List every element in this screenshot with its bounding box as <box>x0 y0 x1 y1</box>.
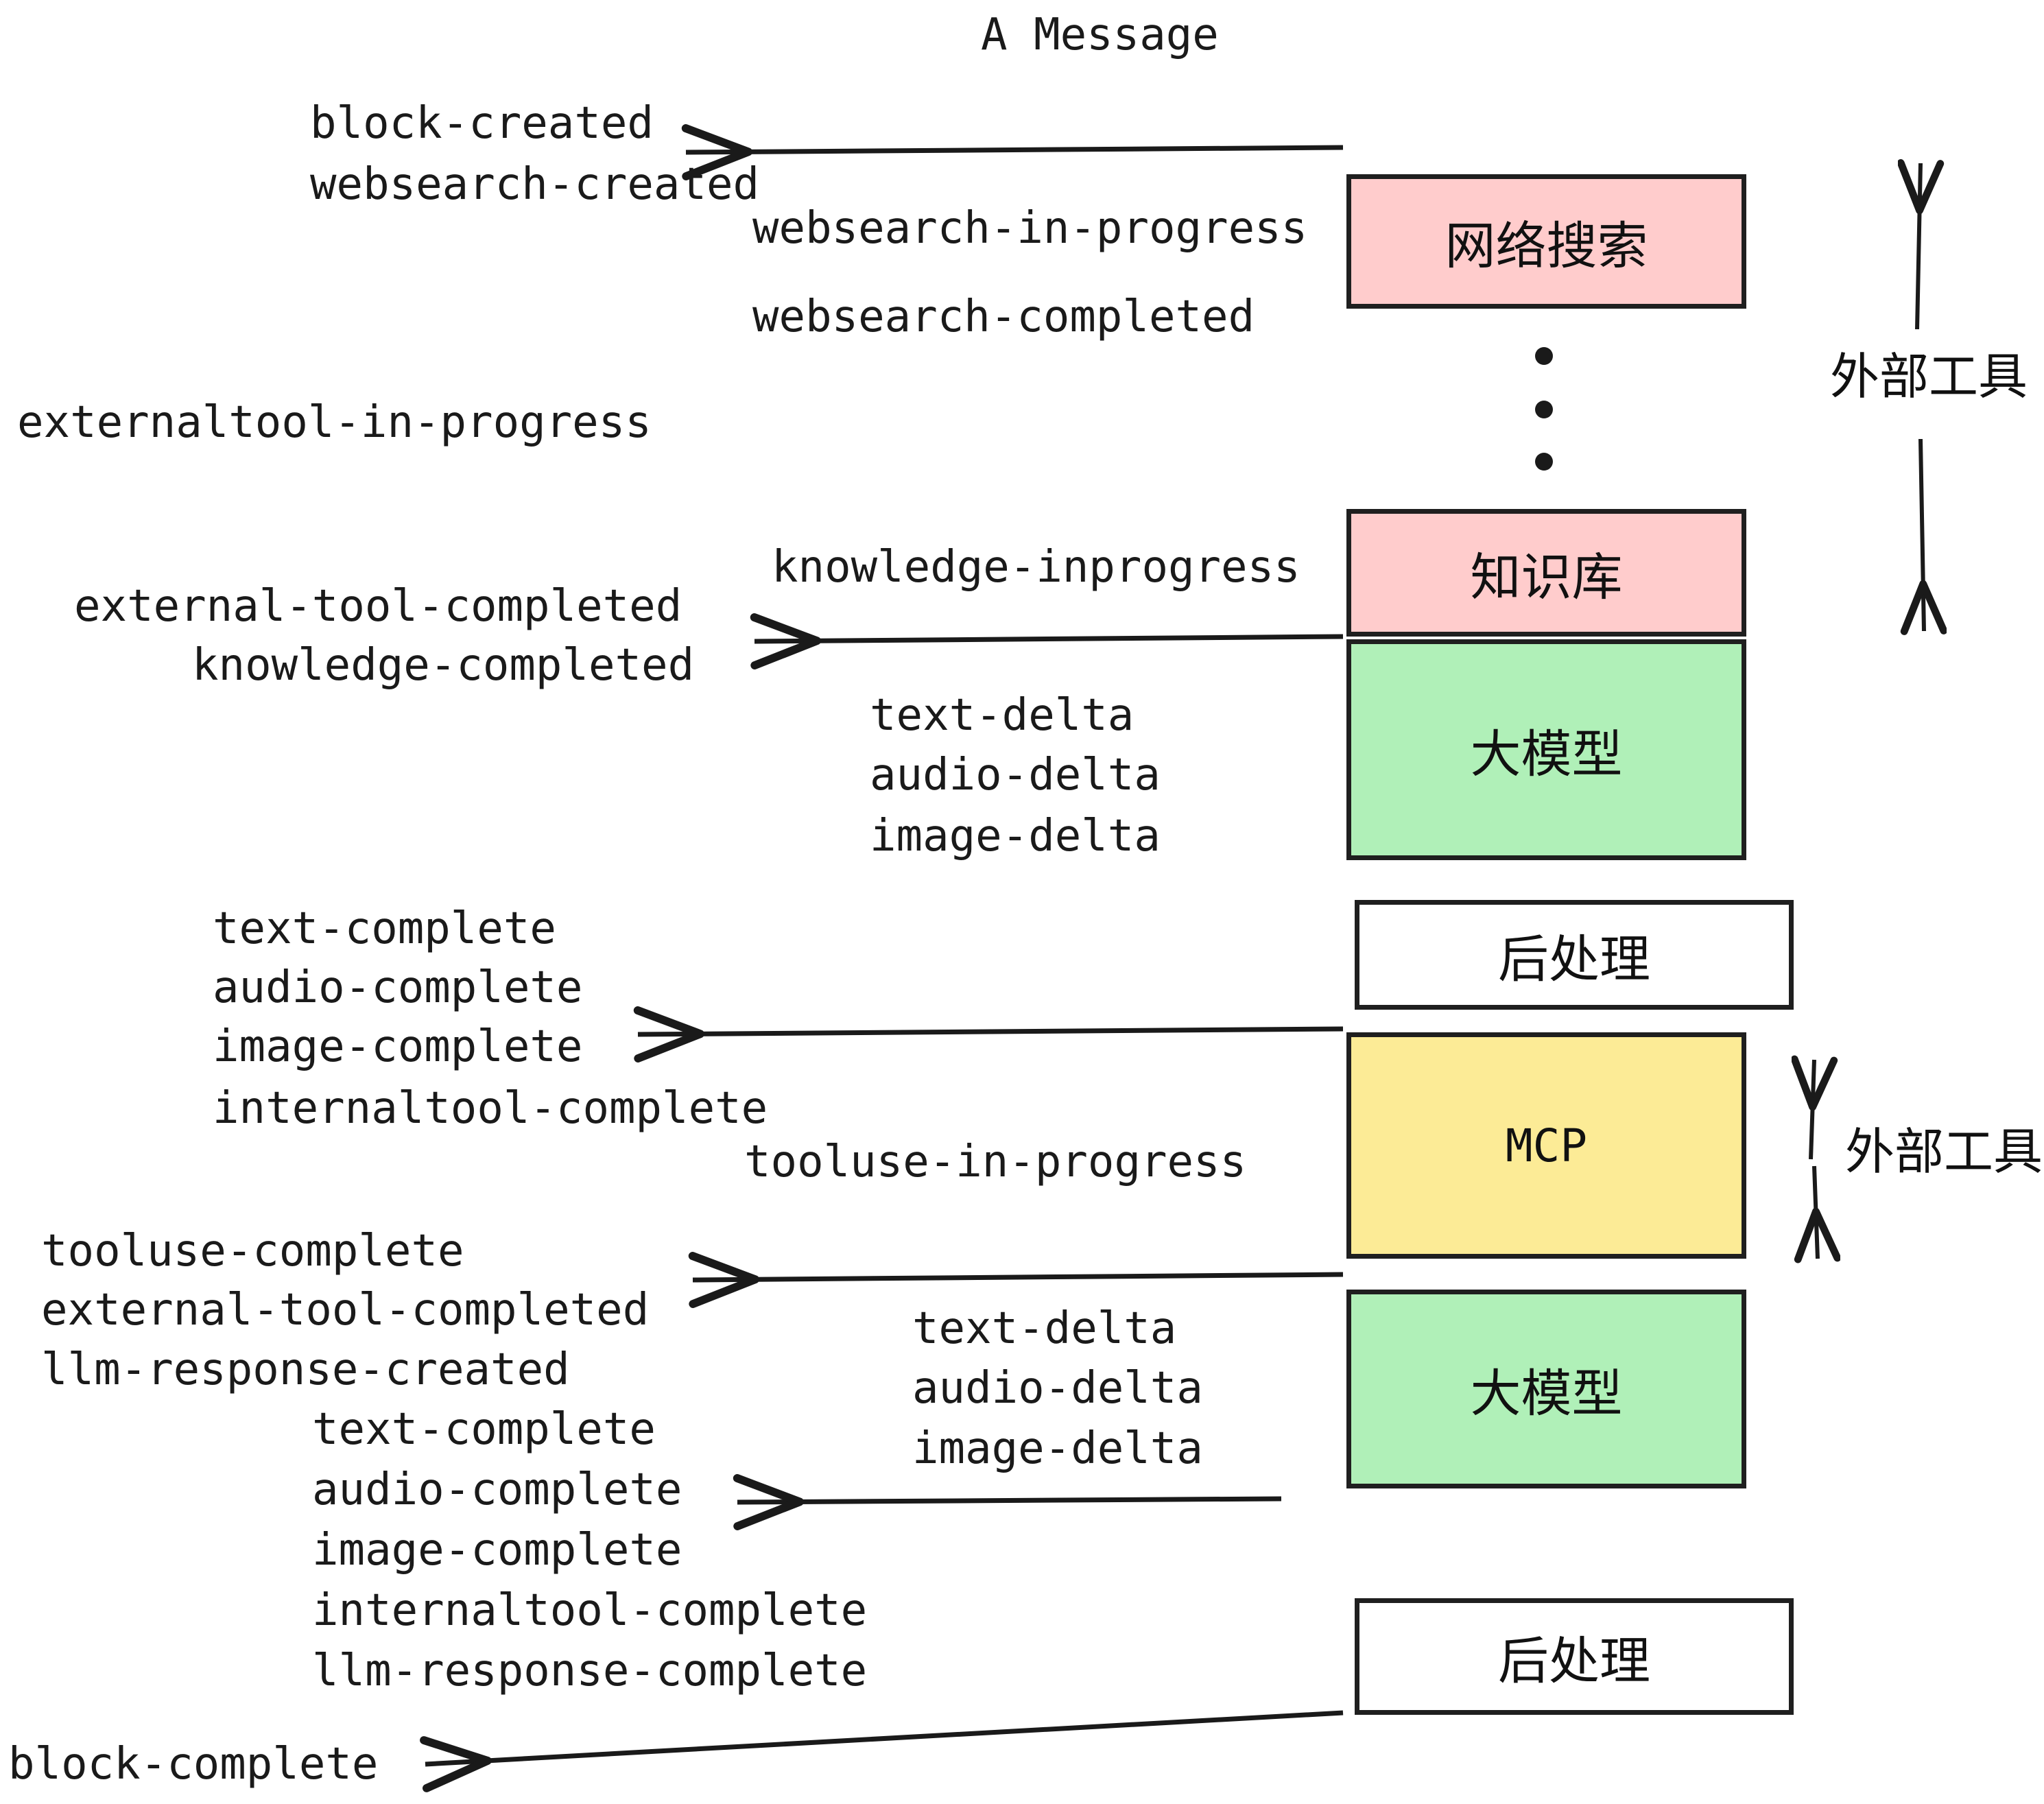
event-internaltool-complete-1: internaltool-complete <box>213 1083 768 1134</box>
event-externaltool-in-progress: externaltool-in-progress <box>17 397 652 448</box>
arrow-externaltool-span-bottom-down <box>1814 1165 1818 1259</box>
arrow-postprocess-to-blockcomplete <box>420 1710 1344 1792</box>
node-websearch-label: 网络搜索 <box>1445 216 1648 276</box>
event-image-delta-1: image-delta <box>870 811 1161 862</box>
node-llm-2-label: 大模型 <box>1470 1364 1623 1423</box>
arrow-mcp-to-imagecomplete <box>633 1006 1344 1063</box>
diagram-title: A Message <box>981 10 1219 60</box>
event-block-complete: block-complete <box>8 1739 379 1790</box>
event-tooluse-complete: tooluse-complete <box>41 1226 464 1277</box>
node-mcp-label: MCP <box>1505 1119 1588 1172</box>
event-image-complete-1: image-complete <box>213 1021 583 1072</box>
event-llm-response-created: llm-response-created <box>41 1344 570 1395</box>
node-mcp[interactable]: MCP <box>1346 1032 1746 1259</box>
group-label-external-tool-top: 外部工具 <box>1830 348 2028 405</box>
node-llm-1-label: 大模型 <box>1470 724 1623 784</box>
arrow-llm2-to-audiocomplete <box>733 1474 1282 1530</box>
event-llm-response-complete: llm-response-complete <box>312 1646 868 1696</box>
event-websearch-created: websearch-created <box>310 159 760 210</box>
arrow-externaltool-span-top-up <box>1917 163 1921 330</box>
node-websearch[interactable]: 网络搜索 <box>1346 174 1746 309</box>
node-knowledge-label: 知识库 <box>1470 547 1623 607</box>
arrow-mcp-to-tooluse-complete <box>688 1252 1344 1308</box>
event-audio-delta-2: audio-delta <box>912 1363 1203 1414</box>
ellipsis-dot-1 <box>1535 347 1553 365</box>
event-audio-delta-1: audio-delta <box>870 750 1161 800</box>
event-image-delta-2: image-delta <box>912 1423 1203 1474</box>
ellipsis-dot-3 <box>1535 453 1553 471</box>
event-text-delta-2: text-delta <box>912 1303 1177 1354</box>
node-knowledge[interactable]: 知识库 <box>1346 509 1746 637</box>
event-tooluse-in-progress: tooluse-in-progress <box>744 1137 1247 1187</box>
arrow-websearch-to-blockcreated <box>681 124 1344 180</box>
event-external-tool-completed-1: external-tool-completed <box>74 581 682 632</box>
event-image-complete-2: image-complete <box>312 1525 682 1576</box>
node-postprocess-2[interactable]: 后处理 <box>1355 1598 1794 1715</box>
event-text-delta-1: text-delta <box>870 690 1134 741</box>
event-audio-complete-2: audio-complete <box>312 1464 682 1515</box>
event-external-tool-completed-2: external-tool-completed <box>41 1285 650 1336</box>
event-knowledge-inprogress: knowledge-inprogress <box>772 542 1300 593</box>
arrow-externaltool-span-top-down <box>1921 438 1924 631</box>
event-text-complete-2: text-complete <box>312 1404 656 1455</box>
event-block-created: block-created <box>310 98 654 149</box>
event-audio-complete-1: audio-complete <box>213 962 583 1013</box>
arrow-knowledge-to-completed <box>750 613 1344 669</box>
node-llm-1[interactable]: 大模型 <box>1346 639 1746 860</box>
event-internaltool-complete-2: internaltool-complete <box>312 1585 868 1636</box>
arrow-externaltool-span-bottom-up <box>1811 1060 1814 1160</box>
node-llm-2[interactable]: 大模型 <box>1346 1290 1746 1488</box>
event-text-complete-1: text-complete <box>213 903 556 954</box>
event-websearch-in-progress: websearch-in-progress <box>752 203 1308 254</box>
node-postprocess-1-label: 后处理 <box>1498 929 1650 989</box>
node-postprocess-1[interactable]: 后处理 <box>1355 900 1794 1010</box>
event-knowledge-completed: knowledge-completed <box>192 640 695 691</box>
ellipsis-dot-2 <box>1535 401 1553 418</box>
event-websearch-completed: websearch-completed <box>752 292 1255 342</box>
node-postprocess-2-label: 后处理 <box>1498 1631 1650 1691</box>
group-label-external-tool-bottom: 外部工具 <box>1845 1123 2043 1180</box>
